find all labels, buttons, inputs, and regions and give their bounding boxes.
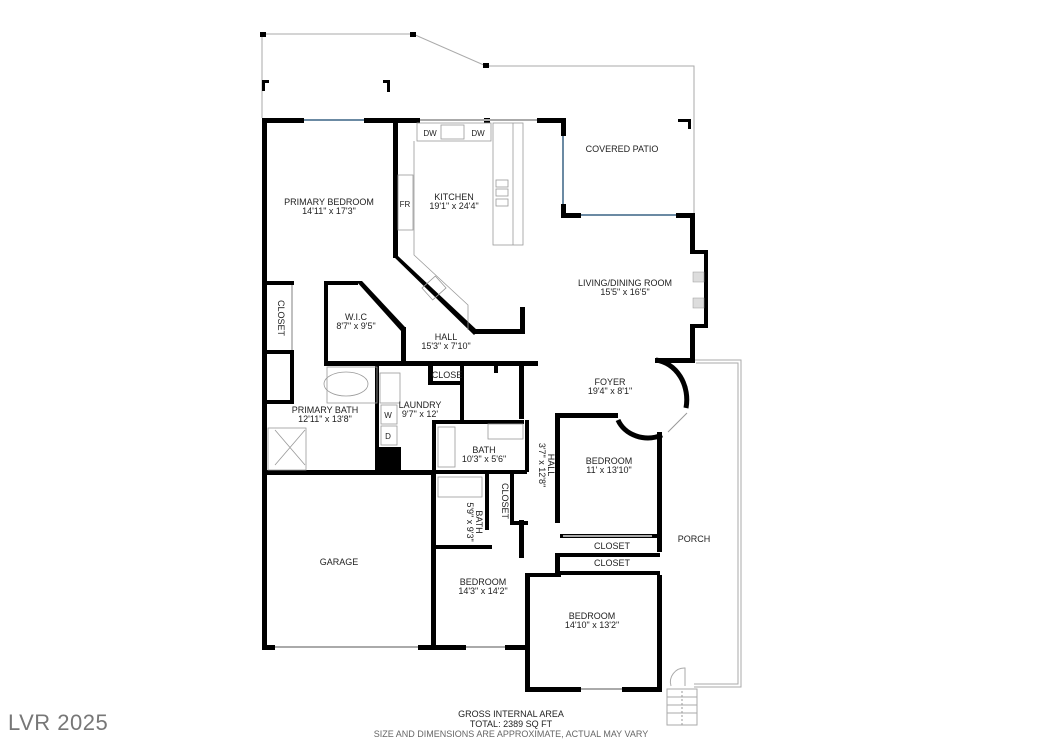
room-hall-side-name: HALL (546, 454, 556, 477)
room-foyer-name: FOYER (594, 377, 626, 387)
room-bedroom-1-dims: 11' x 13'10" (586, 465, 632, 475)
room-primary-bath-name: PRIMARY BATH (292, 405, 359, 415)
fixture-labels: DW DW FR W D (384, 129, 485, 441)
room-bath-2-dims: 5'9" x 9'3" (465, 502, 475, 541)
porch-outline (666, 359, 742, 726)
gross-internal-area-label: GROSS INTERNAL AREA (458, 709, 564, 719)
room-bath-2-name: BATH (474, 510, 484, 533)
room-wic-name: W.I.C (345, 312, 367, 322)
room-kitchen-name: KITCHEN (434, 192, 474, 202)
room-foyer-dims: 19'4" x 8'1" (588, 386, 632, 396)
room-closet-primary-name: CLOSET (276, 300, 286, 337)
room-close-small-name: CLOSE (432, 370, 463, 380)
room-hall-side-dims: 3'7" x 12'8" (537, 443, 547, 487)
room-primary-bedroom-dims: 14'11" x 17'3" (302, 206, 356, 216)
total-area: TOTAL: 2389 SQ FT (469, 719, 553, 729)
room-kitchen-dims: 19'1" x 24'4" (429, 201, 478, 211)
walls (262, 118, 708, 692)
room-garage-name: GARAGE (320, 557, 359, 567)
room-porch-name: PORCH (678, 534, 711, 544)
room-bath-1-name: BATH (472, 445, 495, 455)
room-laundry-dims: 9'7" x 12' (402, 409, 438, 419)
room-closet-a-name: CLOSET (594, 541, 631, 551)
room-covered-patio-name: COVERED PATIO (586, 144, 659, 154)
room-closet-b-name: CLOSET (594, 558, 631, 568)
disclaimer: SIZE AND DIMENSIONS ARE APPROXIMATE, ACT… (373, 729, 649, 739)
dryer-label: D (385, 432, 391, 441)
patio-roofline (260, 32, 695, 214)
fridge-label: FR (400, 200, 411, 209)
room-labels: PRIMARY BEDROOM 14'11" x 17'3" KITCHEN 1… (276, 144, 710, 630)
room-laundry-name: LAUNDRY (399, 400, 442, 410)
washer-label: W (384, 411, 392, 420)
room-bedroom-3-dims: 14'10" x 13'2" (565, 620, 619, 630)
room-primary-bedroom-name: PRIMARY BEDROOM (284, 197, 374, 207)
room-bedroom-1-name: BEDROOM (586, 456, 633, 466)
room-bath-1-dims: 10'3" x 5'6" (462, 454, 506, 464)
room-hall-main-name: HALL (435, 332, 458, 342)
room-bedroom-3-name: BEDROOM (569, 611, 616, 621)
watermark: LVR 2025 (8, 710, 109, 735)
room-living-dining-name: LIVING/DINING ROOM (578, 278, 672, 288)
kitchen-fixtures (267, 122, 524, 498)
room-closet-hall-name: CLOSET (500, 483, 510, 520)
room-living-dining-dims: 15'5" x 16'5" (600, 287, 649, 297)
dishwasher-1-label: DW (423, 129, 437, 138)
room-wic-dims: 8'7" x 9'5" (336, 321, 375, 331)
room-primary-bath-dims: 12'11" x 13'8" (298, 414, 352, 424)
room-bedroom-2-dims: 14'3" x 14'2" (458, 586, 507, 596)
dishwasher-2-label: DW (471, 129, 485, 138)
room-bedroom-2-name: BEDROOM (460, 577, 507, 587)
room-hall-main-dims: 15'3" x 7'10" (421, 341, 470, 351)
